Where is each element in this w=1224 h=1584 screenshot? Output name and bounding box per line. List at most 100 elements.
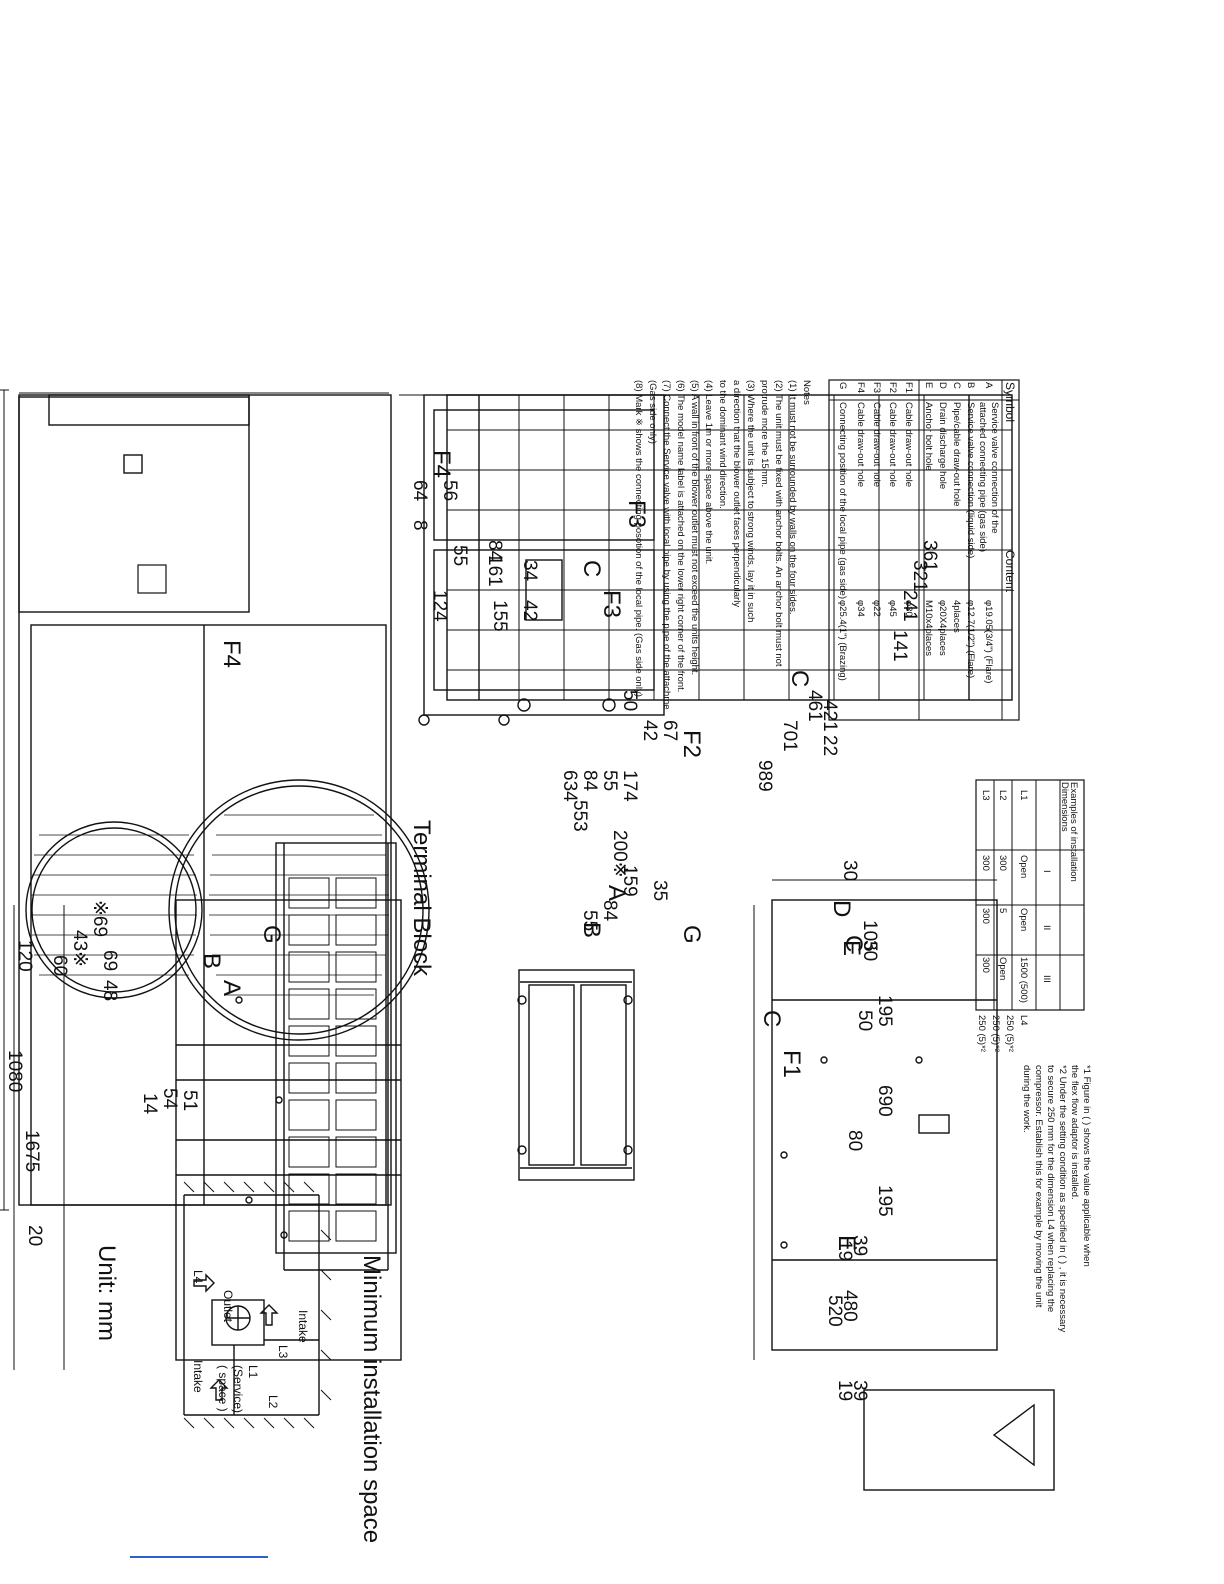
install-L1-III: 1500 (500) [1018,957,1029,1003]
dim-161: 161 [484,555,505,587]
dim-553: 553 [569,800,590,832]
letter-C-side: C [786,670,813,687]
dim-701: 701 [779,720,800,752]
note-line-4: a direction that the blower outlet faces… [731,380,742,607]
sym-row-0-c1: Service valve connection of the [989,402,1000,534]
letter-G-front: G [678,925,705,944]
sym-row-4-c1: Anchor bolt hole [923,402,934,471]
dim-634: 634 [559,770,580,802]
dim-195a: 195 [874,995,895,1027]
dim-39a: 39 [849,1235,870,1256]
dim-67: 67 [659,720,680,741]
dim-64: 64 [409,480,430,502]
install-row-L4: L4 [1018,1015,1029,1026]
footnotes: *1 Figure in ( ) shows the value applica… [1021,1065,1092,1332]
sym-row-2-v: 4places [951,600,962,633]
sym-row-1-c1: Service valve connection (liquid side) [965,402,976,558]
dim-48: 48 [99,980,120,1001]
footnote-1: the flex flow adaptor is installed. [1069,1065,1080,1200]
dim-51: 51 [179,1090,200,1111]
install-col-III: III [1041,975,1052,983]
terminal-block-label: Terminal Block [408,820,435,977]
dim-39b: 39 [849,1380,870,1401]
sym-row-2: C [951,382,962,389]
dim-120: 120 [14,940,35,972]
letter-F2: F2 [678,730,705,758]
footnote-0: *1 Figure in ( ) shows the value applica… [1081,1065,1092,1267]
dim-520: 520 [824,1295,845,1327]
letter-E-bottom: E [833,1235,860,1251]
install-L2-I: 300 [997,855,1008,871]
notes-block: Notes (1) It must not be surrounded by w… [633,380,812,710]
revision-triangle-icon [992,1403,1035,1467]
sym-row-2-c1: Pipe/cable draw-out hole [951,402,962,507]
install-L3-II: 300 [980,908,991,924]
letter-D: D [828,900,855,917]
dim-69-left: 69 [99,950,120,971]
l1-label: L1 [246,1365,260,1379]
install-col-I: I [1041,870,1052,873]
sym-row-4-v: M10x4places [923,600,934,656]
install-table: Examples of installation Dimensions I II… [975,779,1085,1052]
dimension-lines [0,389,997,1370]
dim-22: 22 [819,735,840,756]
dim-1080: 1080 [4,1050,25,1092]
bottom-link-underline[interactable] [130,1556,268,1558]
note-line-7: (5) A wall in front of the blower outlet… [689,380,700,675]
sym-row-4: E [923,382,934,388]
l3-label: L3 [276,1345,290,1359]
letter-F3-rear: F3 [623,500,650,528]
letter-A-top: A [218,980,245,996]
symbol-table: Symbol Content A Service valve connectio… [828,379,1020,721]
install-corner-bottom: Dimensions [1059,782,1070,832]
note-line-11: (8) Mark ※ shows the connecting posotion… [633,380,644,697]
dim-20: 20 [24,1225,45,1246]
dim-54: 54 [159,1088,180,1110]
note-line-5: to the dominant wind direction. [717,380,728,509]
notes-title: Notes [801,380,812,405]
sym-row-8-c1: Cable draw-out hole [855,402,866,487]
dim-200s: 200※ [609,830,630,878]
note-line-8: (6) The model name label is attached on … [675,380,686,692]
install-row-L1: L1 [1018,790,1029,801]
letter-E-top: E [838,940,865,956]
note-line-2: protrude more the 15mm. [759,380,770,487]
intake-left-label: Intake [191,1360,205,1393]
dim-105: 105 [859,920,880,952]
letter-F1: F1 [778,1050,805,1078]
min-space-diagram [183,1181,332,1429]
dim-43s: 43※ [69,930,90,967]
dim-69s: ※69 [89,900,110,937]
install-L1-I: Open [1018,855,1029,878]
dim-989: 989 [754,760,775,792]
table-header-symbol: Symbol [1003,382,1017,422]
letter-F3-side: F3 [598,590,625,618]
dim-141: 141 [889,630,910,662]
note-line-0: (1) It must not be surrounded by walls o… [787,380,798,614]
dim-84c: 84 [484,540,505,562]
dim-480: 480 [839,1290,860,1322]
letter-C-bottom: C [840,935,867,952]
dim-124: 124 [429,590,450,622]
letter-G-top: G [258,925,285,944]
dim-461: 461 [804,690,825,722]
letter-C-rear: C [578,560,605,577]
dim-30b: 30 [839,860,860,881]
sym-row-1: B [965,382,976,388]
dim-19a: 19 [834,1240,855,1261]
install-row-L3: L3 [980,790,991,801]
revision-box [863,1389,1055,1491]
dim-1675: 1675 [21,1130,42,1172]
l1-space: ( space ) [216,1365,230,1412]
install-corner-top: Examples of installation [1068,782,1079,882]
letter-F4-side: F4 [218,640,245,668]
sym-row-0: A [983,382,994,389]
sym-row-9: G [837,382,848,389]
sym-row-8-v: φ34 [855,600,866,617]
dim-174: 174 [619,770,640,802]
letter-B-top: B [198,953,225,969]
sym-row-7-v: φ22 [871,600,882,617]
install-row-L2: L2 [997,790,1008,801]
dim-55b: 55 [599,770,620,791]
sym-row-1-v: φ12.7(1/2") (Flare) [965,600,976,678]
